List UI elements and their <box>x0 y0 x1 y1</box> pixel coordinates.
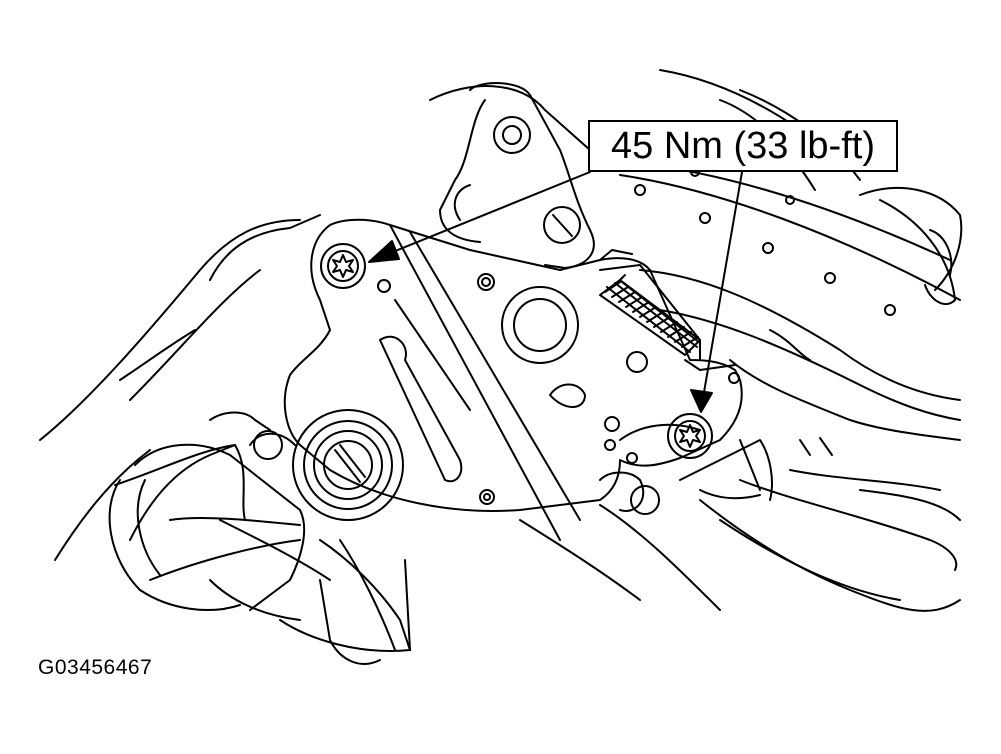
torx-bolt-icon <box>667 413 713 459</box>
lower-linkage <box>108 443 411 665</box>
arrow-icon <box>368 171 591 263</box>
arrow-icon <box>690 171 743 413</box>
eccentric-pivot <box>209 409 404 521</box>
torque-callout: 45 Nm (33 lb-ft) <box>588 120 898 172</box>
figure-id: G03456467 <box>38 656 153 679</box>
upper-arm <box>429 82 595 269</box>
left-housing <box>39 214 721 652</box>
tension-spring <box>599 279 701 356</box>
torx-bolt-icon <box>320 243 366 289</box>
